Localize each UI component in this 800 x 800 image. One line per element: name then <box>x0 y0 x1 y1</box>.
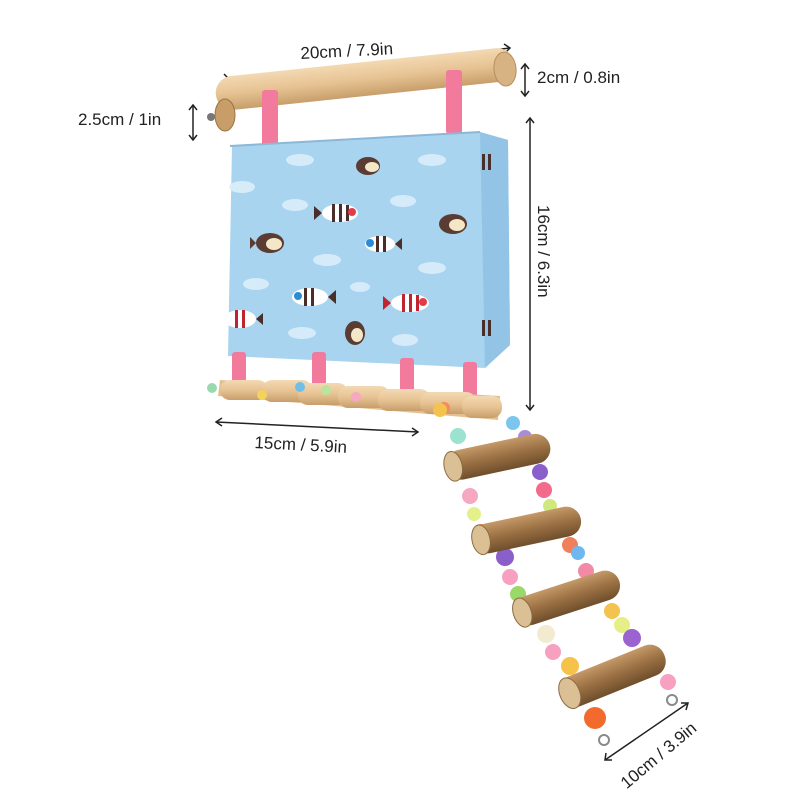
bar-offset-label: 2.5cm / 1in <box>78 110 162 129</box>
height-label: 16cm / 6.3in <box>534 205 553 298</box>
fish-pattern <box>224 154 491 346</box>
base-platform <box>207 380 502 420</box>
hanging-ladder <box>433 403 678 746</box>
fabric-hammock <box>224 131 510 368</box>
top-straps <box>262 70 462 152</box>
top-perch <box>207 48 517 132</box>
ladder-hooks <box>598 694 678 746</box>
base-width-arrow <box>215 421 419 433</box>
ladder-rungs <box>443 433 666 709</box>
ladder-width-arrow <box>604 702 689 761</box>
bar-diameter-label: 2cm / 0.8in <box>537 68 621 87</box>
